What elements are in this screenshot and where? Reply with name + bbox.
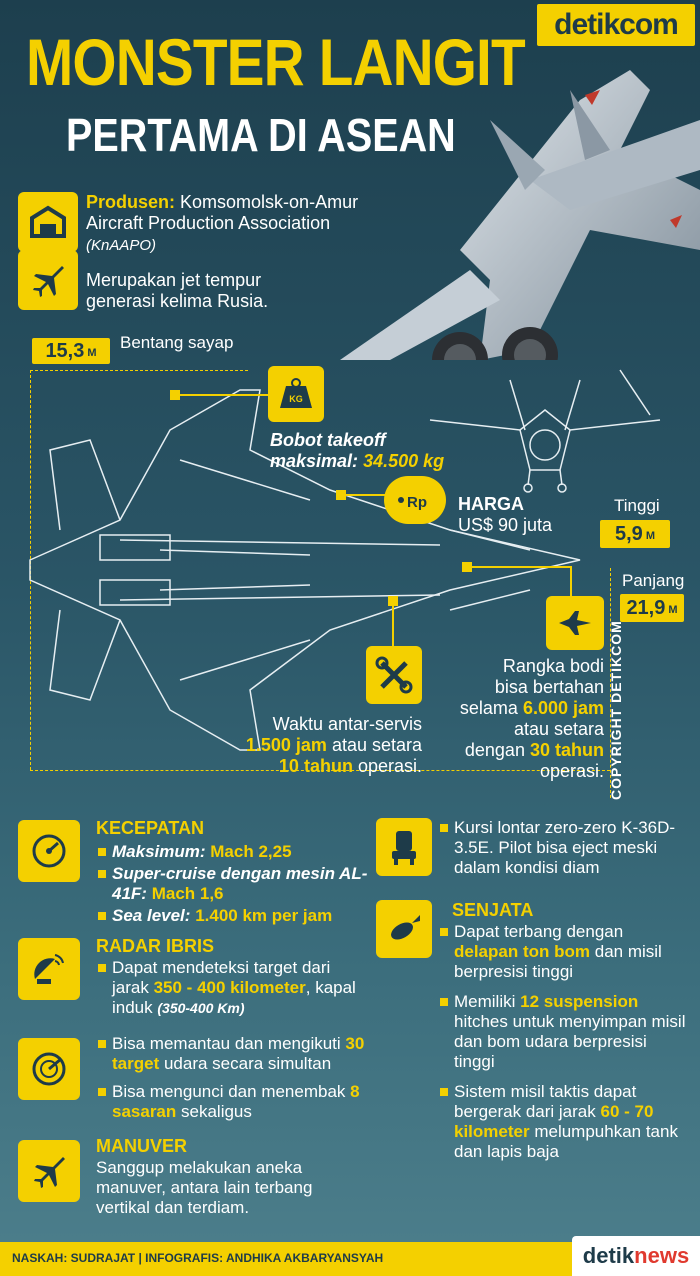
tracking-list: Bisa memantau dan mengikuti 30 target ud… [98, 1034, 378, 1124]
bomb-icon [376, 900, 432, 958]
weight-leader-line [180, 394, 270, 396]
weapons-heading: SENJATA [452, 900, 534, 920]
copyright-text: COPYRIGHT DETIKCOM [608, 620, 624, 800]
length-label: Panjang [622, 571, 685, 590]
detikcom-logo: detikcom [537, 4, 695, 46]
tracking-item-monitor: Bisa memantau dan mengikuti 30 target ud… [98, 1034, 378, 1074]
svg-text:Rp: Rp [407, 494, 427, 511]
price-label: HARGA [458, 494, 524, 514]
maneuver-text: Sanggup melakukan aneka manuver, antara … [96, 1158, 313, 1217]
credit-text: NASKAH: SUDRAJAT | INFOGRAFIS: ANDHIKA A… [12, 1251, 384, 1265]
svg-text:KG: KG [289, 394, 303, 404]
price-tag-icon: Rp [384, 476, 446, 524]
height-label: Tinggi [614, 496, 660, 515]
weapons-item-missile: Sistem misil taktis dapat bergerak dari … [440, 1082, 690, 1162]
radar-item-detect: Dapat mendeteksi target dari jarak 350 -… [98, 958, 366, 1018]
maneuver-jet-icon [18, 1140, 80, 1202]
weight-marker [170, 390, 180, 400]
length-guide-right [610, 568, 611, 798]
service-text: Waktu antar-servis 1.500 jam atau setara… [245, 714, 422, 776]
weight-text: Bobot takeoff maksimal: 34.500 kg [270, 430, 445, 471]
page-title: MONSTER LANGIT [26, 25, 526, 99]
fighter-jet-icon [18, 250, 78, 310]
airframe-marker [462, 562, 472, 572]
wrench-tools-icon [366, 646, 422, 704]
weight-kg-icon: KG [268, 366, 324, 422]
jet-airframe-icon [546, 596, 604, 650]
jet-photo-illustration [340, 70, 700, 360]
service-marker [388, 596, 398, 606]
seat-item: Kursi lontar zero-zero K-36D-3.5E. Pilot… [440, 818, 690, 878]
speed-heading: KECEPATAN [96, 818, 204, 838]
weapons-item-bombs: Dapat terbang dengan delapan ton bom dan… [440, 922, 690, 982]
speed-item-supercruise: Super-cruise dengan mesin AL-41F: Mach 1… [98, 864, 368, 904]
tracking-item-lock: Bisa mengunci dan menembak 8 sasaran sek… [98, 1082, 378, 1122]
jet-blueprint-front-view [429, 369, 661, 493]
maneuver-heading: MANUVER [96, 1136, 188, 1156]
price-value: US$ 90 juta [458, 515, 553, 535]
ejection-seat-icon [376, 818, 432, 876]
airframe-leader-line-vertical [570, 566, 572, 598]
wingspan-label: Bentang sayap [120, 333, 234, 352]
jet-blueprint-top-view [29, 389, 581, 751]
radar-heading: RADAR IBRIS [96, 936, 215, 956]
wingspan-guide-top [30, 370, 248, 371]
hangar-icon [18, 192, 78, 252]
radar-dish-icon [18, 938, 80, 1000]
speed-item-max: Maksimum: Mach 2,25 [98, 842, 368, 862]
seat-list: Kursi lontar zero-zero K-36D-3.5E. Pilot… [440, 818, 690, 880]
speedometer-icon [18, 820, 80, 882]
page-subtitle: PERTAMA DI ASEAN [66, 109, 456, 161]
target-radar-icon [18, 1038, 80, 1100]
speed-item-sealevel: Sea level: 1.400 km per jam [98, 906, 368, 926]
price-leader-line [346, 494, 386, 496]
price-marker [336, 490, 346, 500]
length-guide-bottom [30, 770, 610, 771]
speed-list: Maksimum: Mach 2,25 Super-cruise dengan … [98, 842, 368, 928]
airframe-leader-line [472, 566, 572, 568]
radar-list: Dapat mendeteksi target dari jarak 350 -… [98, 958, 366, 1020]
airframe-text: Rangka bodi bisa bertahan selama 6.000 j… [459, 656, 604, 781]
footer-bar: NASKAH: SUDRAJAT | INFOGRAFIS: ANDHIKA A… [0, 1236, 700, 1276]
service-leader-line [392, 600, 394, 646]
producer-text: Produsen: Komsomolsk-on-Amur Aircraft Pr… [86, 192, 359, 254]
weapons-list: Dapat terbang dengan delapan ton bom dan… [440, 922, 690, 1164]
weapons-item-suspension: Memiliki 12 suspension hitches untuk men… [440, 992, 690, 1072]
